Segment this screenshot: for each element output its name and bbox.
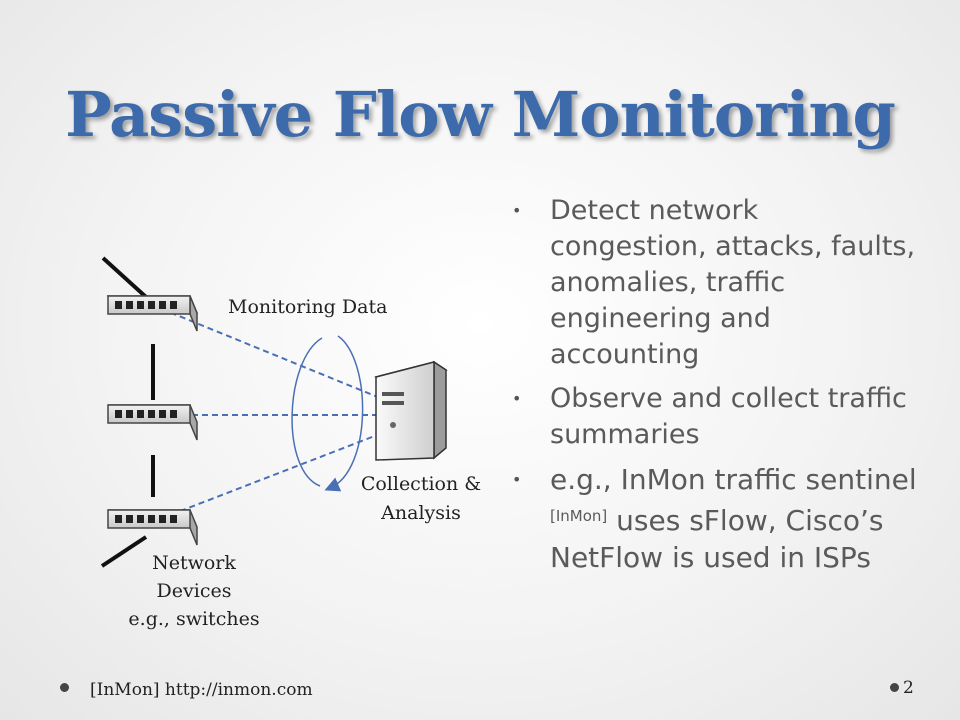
monitor-line-bottom xyxy=(151,431,386,523)
bullet-item: • Observe and collect traffic summaries xyxy=(512,381,922,453)
bullet-text-post: uses sFlow, Cisco’s NetFlow is used in I… xyxy=(550,504,884,574)
switch-icon xyxy=(107,509,198,546)
cable-bottom xyxy=(100,535,148,568)
bullet-list: • Detect network congestion, attacks, fa… xyxy=(512,193,922,584)
bullet-dot-icon: • xyxy=(512,201,522,220)
bullet-item: • e.g., InMon traffic sentinel [InMon] u… xyxy=(512,461,922,576)
bullet-dot-icon: • xyxy=(512,470,522,489)
bullet-text-pre: e.g., InMon traffic sentinel xyxy=(550,463,917,496)
bullet-dot-icon: • xyxy=(512,389,522,408)
cable-top xyxy=(101,256,148,299)
collection-label-line2: Analysis xyxy=(380,502,461,524)
switch-icon xyxy=(107,404,198,441)
slide-title: Passive Flow Monitoring xyxy=(65,78,896,151)
footer-dot-icon xyxy=(890,683,899,692)
bullet-item: • Detect network congestion, attacks, fa… xyxy=(512,193,922,373)
switch-icon xyxy=(106,295,199,332)
footer-dot-icon xyxy=(60,683,69,692)
monitoring-data-label: Monitoring Data xyxy=(228,296,387,318)
devices-label-line3: e.g., switches xyxy=(128,608,259,630)
devices-label-line2: Devices xyxy=(157,580,232,602)
collection-label-line1: Collection & xyxy=(361,473,481,495)
devices-label-line1: Network xyxy=(152,552,236,574)
loop-arrow-icon xyxy=(291,335,364,488)
monitor-line-top xyxy=(151,304,386,401)
footer-reference: [InMon] http://inmon.com xyxy=(90,680,313,700)
bullet-text: Observe and collect traffic summaries xyxy=(550,383,907,450)
citation-ref: [InMon] xyxy=(550,507,608,525)
server-icon xyxy=(374,360,448,461)
bullet-text: Detect network congestion, attacks, faul… xyxy=(550,195,916,370)
page-number: 2 xyxy=(903,678,914,698)
